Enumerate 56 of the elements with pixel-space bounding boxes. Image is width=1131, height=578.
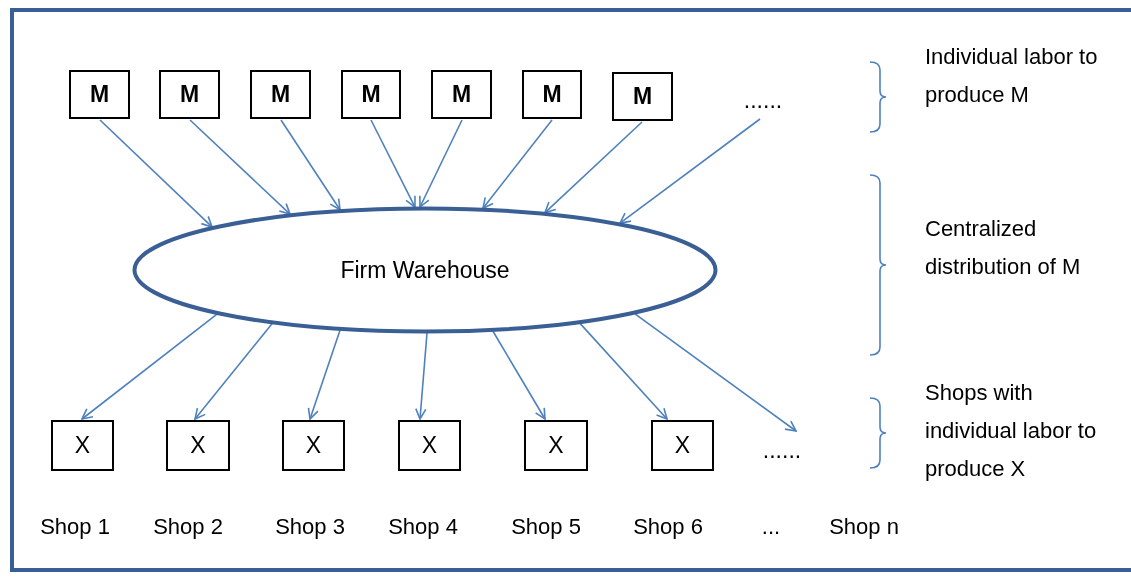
x-box [524, 420, 588, 471]
shop-label: Shop 5 [511, 513, 581, 541]
node-label: M [270, 81, 291, 108]
arrow [492, 330, 546, 420]
m-box [250, 70, 311, 119]
x-box [51, 420, 114, 471]
node-label: X [305, 432, 322, 459]
shop-label: Shop 1 [40, 513, 110, 541]
arrow [81, 313, 218, 420]
shop-label: Shop 6 [633, 513, 703, 541]
arrow [280, 119, 341, 211]
arrow [307, 329, 341, 420]
arrow [415, 332, 428, 420]
node-label: M [361, 81, 381, 108]
m-box [522, 70, 582, 119]
arrow [189, 119, 291, 215]
ellipsis-text: ...... [743, 86, 783, 114]
shop-label: Shop 2 [153, 513, 223, 541]
x-box [282, 420, 345, 471]
node-label: X [74, 432, 91, 459]
arrow [99, 119, 213, 228]
m-box [69, 70, 130, 119]
node-label: M [179, 81, 200, 108]
node-label: M [89, 81, 110, 108]
ellipsis-text: ...... [762, 436, 802, 464]
shop-label: Shop 3 [275, 513, 345, 541]
arrow [544, 121, 643, 214]
x-box [398, 420, 461, 471]
node-label: M [451, 81, 472, 108]
bracket-note: Individual labor to produce M [925, 43, 1099, 109]
bracket-note: Centralized distribution of M [925, 215, 1082, 281]
node-label: M [632, 83, 653, 110]
arrow [579, 322, 668, 420]
node-label: X [421, 432, 438, 459]
node-label: X [548, 432, 564, 459]
m-box [431, 70, 492, 119]
arrow [482, 119, 553, 210]
arrow [634, 312, 797, 432]
x-box [651, 420, 714, 471]
node-label: M [542, 81, 562, 108]
shop-label: Shop 4 [388, 513, 458, 541]
arrow [419, 119, 463, 208]
shop-label: Shop n [829, 513, 899, 541]
node-label: X [674, 432, 691, 459]
warehouse-ellipse [132, 206, 718, 334]
shop-label: ... [761, 513, 781, 541]
arrow [370, 119, 416, 208]
m-box [341, 70, 401, 119]
x-box [166, 420, 230, 471]
bracket-note: Shops with individual labor to produce X [925, 379, 1098, 483]
node-label: Firm Warehouse [340, 256, 510, 284]
node-label: X [190, 432, 206, 459]
m-box [612, 72, 673, 121]
arrow [194, 322, 273, 420]
arrow [619, 118, 761, 224]
m-box [159, 70, 220, 119]
